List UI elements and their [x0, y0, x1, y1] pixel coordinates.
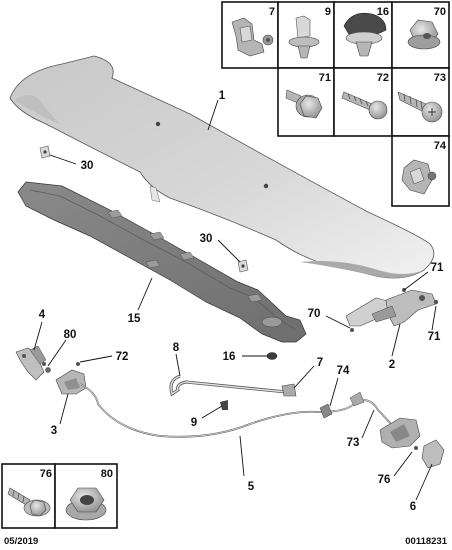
- footer-date: 05/2019: [4, 536, 38, 547]
- callout-71-b: 71: [428, 331, 441, 343]
- callout-2: 2: [389, 359, 395, 371]
- legend-num-80: 80: [101, 468, 113, 480]
- hood-lock: [55, 362, 87, 395]
- push-rivet-icon: [288, 15, 320, 59]
- callout-16: 16: [223, 351, 236, 363]
- callout-73: 73: [347, 437, 360, 449]
- callout-30-b: 30: [200, 233, 213, 245]
- callout-6: 6: [410, 501, 416, 513]
- rivet-part: [220, 400, 228, 410]
- legend-num-7: 7: [269, 6, 275, 18]
- legend-cell-74: [391, 135, 450, 207]
- release-rod: [169, 374, 297, 397]
- legend-num-73: 73: [434, 72, 446, 84]
- callout-9: 9: [191, 417, 197, 429]
- callout-74: 74: [337, 365, 350, 377]
- callout-labels: 1 30 30 15 16 70 71 71 2 4 80 72 3 8 7 9…: [39, 90, 444, 513]
- legend-num-72: 72: [377, 72, 389, 84]
- legend-num-76: 76: [40, 468, 52, 480]
- release-cable: [79, 383, 397, 438]
- grommet-icon: [343, 12, 387, 57]
- grommet-part: [266, 352, 278, 360]
- right-lock-assembly: [379, 417, 445, 469]
- hood-buffer-2: [237, 259, 249, 273]
- callout-76: 76: [378, 474, 391, 486]
- hex-flange-bolt-icon: [285, 89, 323, 119]
- callout-3: 3: [51, 425, 57, 437]
- callout-7: 7: [317, 357, 323, 369]
- callout-72: 72: [116, 351, 129, 363]
- stud-bolt-icon: [7, 487, 51, 517]
- callout-80: 80: [64, 329, 77, 341]
- legend-num-70: 70: [434, 6, 446, 18]
- callout-1: 1: [219, 90, 226, 102]
- hood-buffer-1: [39, 145, 51, 159]
- screw-icon: [341, 91, 388, 120]
- callout-8: 8: [173, 342, 180, 354]
- flange-nut-icon: [407, 19, 441, 50]
- callout-70: 70: [308, 308, 321, 320]
- hood-support-bracket: [345, 288, 439, 332]
- callout-15: 15: [128, 313, 141, 325]
- callout-30-a: 30: [81, 160, 94, 172]
- insulation-pad: [17, 181, 307, 343]
- callout-4: 4: [39, 309, 46, 321]
- legend-grid-bottom: 76 80: [1, 463, 118, 529]
- clip-icon: [231, 17, 274, 57]
- left-lock-bracket: [15, 345, 47, 381]
- self-tapping-screw-icon: [397, 91, 443, 123]
- legend-num-9: 9: [325, 6, 331, 18]
- legend-num-71: 71: [319, 72, 331, 84]
- leader-lines: [33, 99, 437, 501]
- hood-panel: [9, 55, 435, 279]
- footer-ref: 00118231: [405, 536, 447, 547]
- legend-grid-top: 7 9 16 70 71 72 73 74: [221, 1, 450, 207]
- legend-num-16: 16: [377, 6, 389, 18]
- legend-num-74: 74: [434, 140, 447, 152]
- lock-nut: [45, 367, 51, 373]
- callout-71-a: 71: [431, 262, 444, 274]
- hex-nut-icon: [65, 487, 107, 521]
- cable-clip-icon: [401, 159, 437, 195]
- callout-5: 5: [248, 481, 255, 493]
